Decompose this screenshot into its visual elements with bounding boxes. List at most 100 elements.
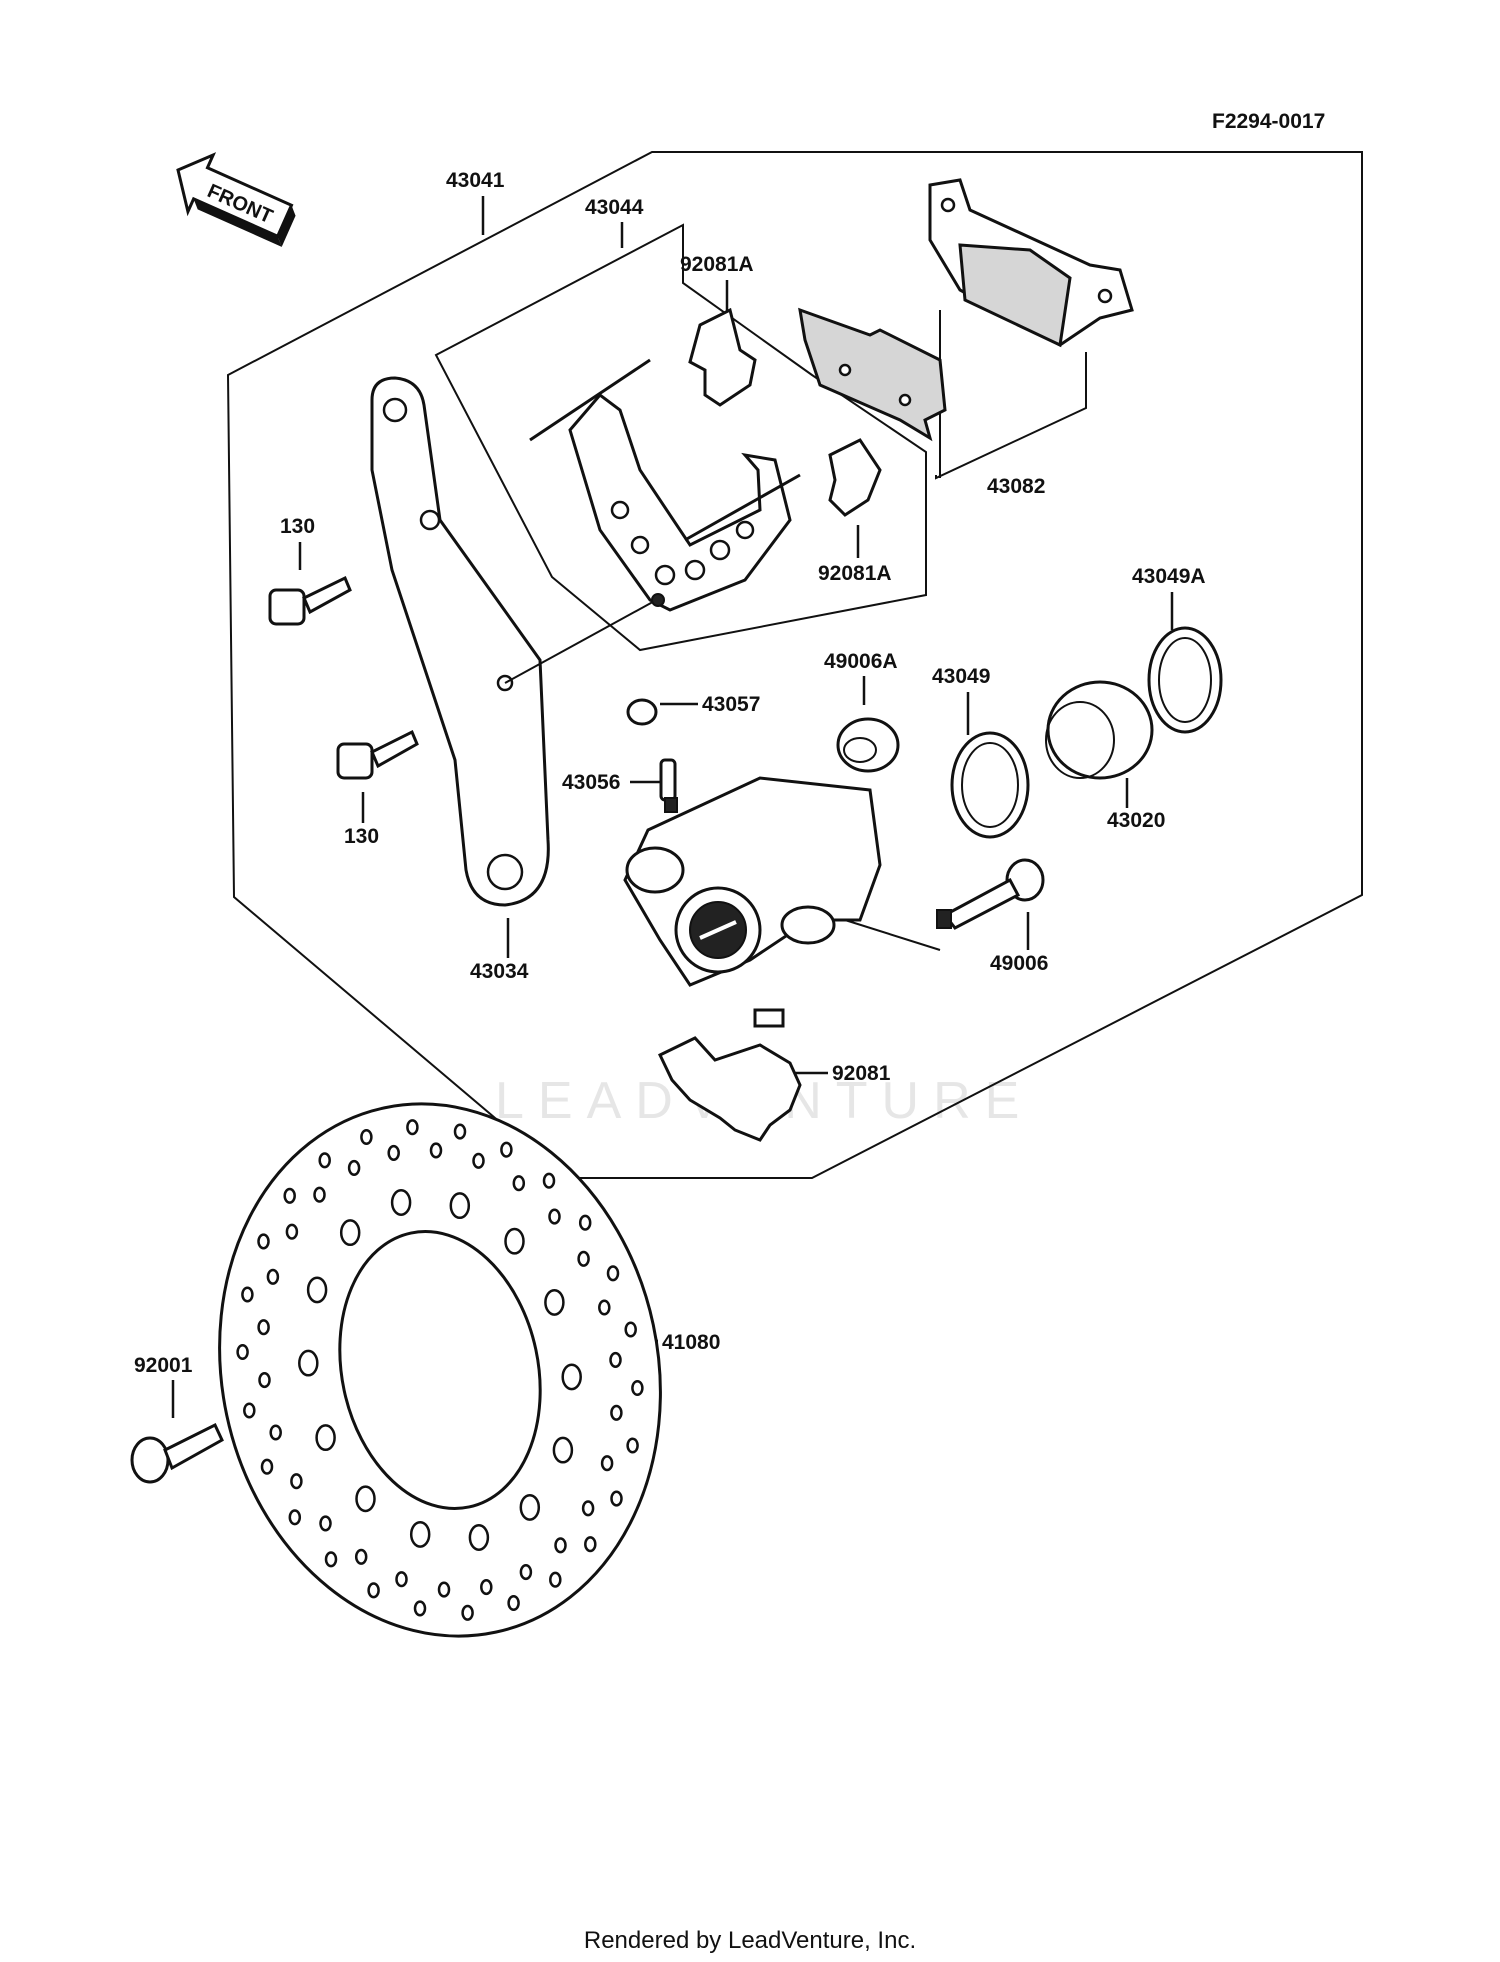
disc-hole: [549, 1571, 562, 1588]
disc-hole: [298, 1349, 319, 1377]
label-130-top: 130: [280, 515, 315, 570]
disc-hole: [347, 1159, 361, 1176]
bolt-130-bottom: [336, 729, 419, 780]
svg-text:43056: 43056: [562, 771, 620, 794]
label-92081: 92081: [792, 1062, 891, 1085]
disc-hole: [449, 1192, 471, 1220]
disc-hole: [257, 1319, 270, 1336]
disc-hole: [390, 1189, 412, 1216]
disc-hole: [512, 1175, 526, 1192]
disc-hole: [266, 1268, 280, 1285]
disc-hole: [624, 1321, 637, 1338]
label-43057: 43057: [660, 693, 760, 716]
pad-spring-92081a-bottom: [828, 438, 882, 517]
disc-hole: [339, 1219, 361, 1247]
disc-hole: [243, 1402, 256, 1419]
piston-43020: [1045, 680, 1154, 780]
disc-hole: [472, 1152, 485, 1169]
disc-hole: [468, 1524, 490, 1551]
svg-text:43049: 43049: [932, 665, 990, 688]
svg-text:92081: 92081: [832, 1062, 891, 1085]
svg-text:43041: 43041: [446, 169, 505, 192]
label-43056: 43056: [562, 771, 660, 794]
figure-code: F2294-0017: [1212, 110, 1325, 133]
disc-hole: [315, 1424, 336, 1452]
disc-hole: [561, 1363, 582, 1391]
label-49006a: 49006A: [824, 650, 898, 705]
label-43049: 43049: [932, 665, 990, 735]
svg-text:43044: 43044: [585, 196, 644, 219]
disc-hole: [461, 1604, 474, 1621]
disc-hole: [313, 1186, 326, 1203]
bleed-valve-43056: [659, 758, 678, 813]
disc-hole: [413, 1600, 427, 1617]
disc-hole: [395, 1571, 408, 1588]
disc-hole: [319, 1515, 332, 1532]
disc-hole: [318, 1152, 331, 1169]
label-49006: 49006: [990, 912, 1048, 975]
disc-hole: [283, 1187, 296, 1204]
disc-hole: [387, 1144, 400, 1161]
disc-hole: [285, 1223, 299, 1240]
disc-hole: [324, 1551, 338, 1568]
disc-hole: [288, 1509, 302, 1526]
label-43082: 43082: [987, 475, 1045, 498]
svg-text:43034: 43034: [470, 960, 529, 983]
brake-pad-outer: [928, 178, 1134, 348]
front-arrow-icon: FRONT: [176, 152, 296, 247]
label-92081a-bottom: 92081A: [818, 525, 892, 585]
disc-hole: [578, 1214, 592, 1231]
svg-text:43020: 43020: [1107, 809, 1165, 832]
bolt-130-top: [268, 575, 352, 626]
disc-hole: [600, 1455, 614, 1472]
disc-hole: [500, 1141, 513, 1158]
brake-disc-41080: [218, 1102, 662, 1638]
bolt-49006: [936, 858, 1045, 930]
disc-hole: [306, 1276, 328, 1304]
disc-hole: [552, 1436, 574, 1464]
svg-text:92001: 92001: [134, 1354, 193, 1377]
disc-hole: [406, 1119, 419, 1136]
disc-hole: [631, 1379, 644, 1397]
caliper-holder: [529, 358, 801, 612]
disc-hole: [257, 1233, 270, 1250]
disc-hole: [544, 1288, 565, 1316]
disc-hole: [610, 1490, 623, 1507]
disc-hole: [519, 1493, 541, 1521]
disc-hole: [355, 1485, 376, 1513]
disc-hole: [577, 1250, 590, 1267]
caliper-body: [623, 776, 941, 1028]
disc-hole: [626, 1437, 639, 1454]
svg-text:130: 130: [280, 515, 315, 538]
label-43034: 43034: [470, 918, 529, 983]
bracket-subassembly-outline: [434, 223, 927, 652]
pad-assembly-bracket: [935, 352, 1087, 480]
disc-hole: [290, 1473, 303, 1490]
disc-hole: [609, 1351, 622, 1368]
disc-hole: [480, 1579, 493, 1596]
svg-text:43049A: 43049A: [1132, 565, 1206, 588]
label-130-bottom: 130: [344, 792, 379, 848]
pad-spring-92081a-top: [688, 307, 757, 407]
disc-hole: [542, 1172, 556, 1189]
disc-hole: [260, 1458, 274, 1475]
disc-hole: [453, 1123, 467, 1140]
brake-pad-inner: [798, 307, 947, 442]
bolt-92001: [130, 1422, 224, 1484]
disc-hole: [437, 1581, 451, 1598]
label-43044: 43044: [585, 196, 644, 248]
svg-text:49006A: 49006A: [824, 650, 898, 673]
dust-seal-43049a: [1147, 626, 1223, 734]
disc-hole: [360, 1128, 373, 1146]
caliper-assembly-outline: [226, 151, 1363, 1179]
disc-hole: [584, 1536, 597, 1553]
disc-hole: [258, 1372, 271, 1389]
disc-hole: [504, 1227, 525, 1255]
label-43020: 43020: [1107, 778, 1165, 832]
footer-credit: Rendered by LeadVenture, Inc.: [584, 1927, 916, 1954]
caliper-bracket-43034: [370, 376, 661, 907]
disc-hole: [236, 1343, 249, 1361]
disc-hole: [241, 1286, 254, 1303]
svg-text:130: 130: [344, 825, 379, 848]
